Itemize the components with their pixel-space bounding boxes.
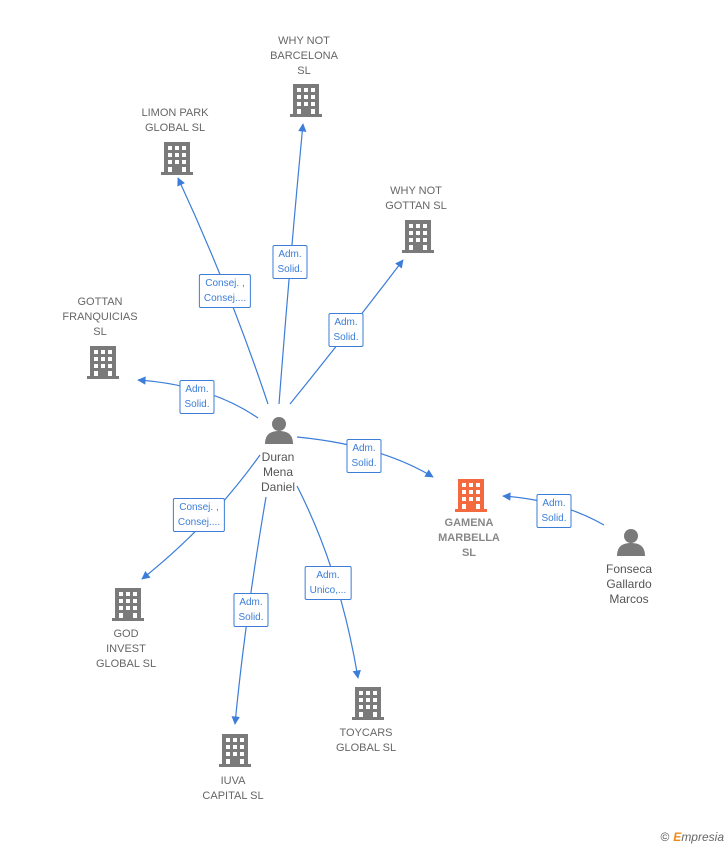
edge-label-limon[interactable]: Consej. , Consej....	[198, 274, 252, 308]
gamena-marbella-building-icon[interactable]	[455, 479, 487, 512]
footer-brand: ©Empresia	[660, 830, 724, 844]
iuva-capital-label[interactable]: IUVA CAPITAL SL	[202, 775, 264, 802]
god-invest-label[interactable]: GOD INVEST GLOBAL SL	[95, 628, 157, 670]
fonseca-label[interactable]: Fonseca Gallardo Marcos	[605, 562, 653, 606]
gottan-franquicias-label[interactable]: GOTTAN FRANQUICIAS SL	[62, 296, 138, 338]
why-not-barcelona-label[interactable]: WHY NOT BARCELONA SL	[270, 35, 338, 77]
edge-label-iuva[interactable]: Adm. Solid.	[233, 593, 269, 627]
why-not-barcelona-building-icon[interactable]	[290, 84, 322, 117]
edge-label-gottan[interactable]: Adm. Solid.	[328, 313, 364, 347]
duran-person-icon[interactable]	[265, 417, 293, 444]
gottan-franquicias-building-icon[interactable]	[87, 346, 119, 379]
iuva-capital-building-icon[interactable]	[219, 734, 251, 767]
why-not-gottan-building-icon[interactable]	[402, 220, 434, 253]
edge-label-gamena[interactable]: Adm. Solid.	[346, 439, 382, 473]
edge-label-toycars[interactable]: Adm. Unico,...	[304, 566, 352, 600]
toycars-building-icon[interactable]	[352, 687, 384, 720]
edge-label-barcelona[interactable]: Adm. Solid.	[272, 245, 308, 279]
copyright-icon: ©	[660, 830, 670, 844]
edge-label-fonseca-gamena[interactable]: Adm. Solid.	[536, 494, 572, 528]
edge-label-franquicias[interactable]: Adm. Solid.	[179, 380, 215, 414]
duran-label[interactable]: Duran Mena Daniel	[260, 450, 296, 494]
limon-park-label[interactable]: LIMON PARK GLOBAL SL	[141, 107, 209, 134]
edge-label-god[interactable]: Consej. , Consej....	[172, 498, 226, 532]
gamena-marbella-label[interactable]: GAMENA MARBELLA SL	[438, 517, 500, 559]
brand-logo-initial: E	[673, 830, 682, 844]
toycars-label[interactable]: TOYCARS GLOBAL SL	[335, 727, 397, 754]
god-invest-building-icon[interactable]	[112, 588, 144, 621]
fonseca-person-icon[interactable]	[617, 529, 645, 556]
limon-park-building-icon[interactable]	[161, 142, 193, 175]
brand-logo-text: mpresia	[681, 830, 724, 844]
why-not-gottan-label[interactable]: WHY NOT GOTTAN SL	[385, 185, 447, 212]
